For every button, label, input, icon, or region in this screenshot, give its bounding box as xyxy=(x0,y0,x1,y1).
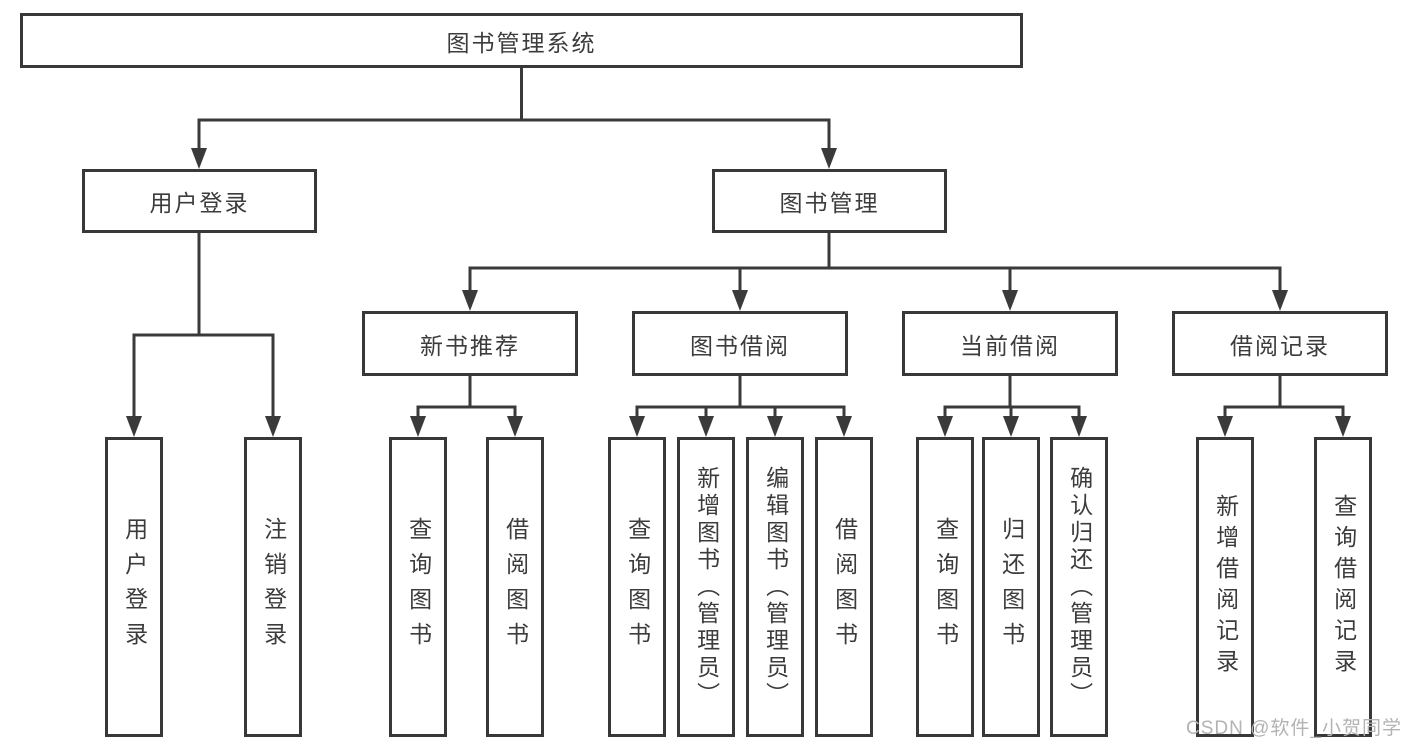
leaf-confirm-return-admin: 确认归还（管理员） xyxy=(1050,437,1108,737)
leaf-label: 借阅图书 xyxy=(831,517,858,657)
node-borrowing-records: 借阅记录 xyxy=(1172,311,1388,376)
leaf-label: 用户登录 xyxy=(121,517,148,657)
node-book-management: 图书管理 xyxy=(712,169,947,233)
leaf-logout: 注销登录 xyxy=(244,437,302,737)
leaf-label: 查询图书 xyxy=(624,517,651,657)
node-label: 新书推荐 xyxy=(420,332,520,359)
leaf-label: 编辑图书（管理员） xyxy=(762,465,789,709)
leaf-query-books-current: 查询图书 xyxy=(916,437,974,737)
leaf-borrow-books-borrowing: 借阅图书 xyxy=(815,437,873,737)
leaf-label: 注销登录 xyxy=(260,517,287,657)
leaf-user-login: 用户登录 xyxy=(105,437,163,737)
leaf-edit-books-admin: 编辑图书（管理员） xyxy=(746,437,804,737)
arrowheads xyxy=(126,148,1351,437)
leaf-label: 确认归还（管理员） xyxy=(1066,465,1093,709)
node-book-borrowing: 图书借阅 xyxy=(632,311,848,376)
leaf-label: 查询图书 xyxy=(932,517,959,657)
leaf-borrow-books-recommend: 借阅图书 xyxy=(486,437,544,737)
leaf-label: 新增图书（管理员） xyxy=(693,465,720,709)
leaf-label: 归还图书 xyxy=(998,517,1025,657)
node-book-management-system: 图书管理系统 xyxy=(20,13,1023,68)
node-label: 图书借阅 xyxy=(690,332,790,359)
leaf-label: 新增借阅记录 xyxy=(1212,494,1239,680)
node-label: 当前借阅 xyxy=(960,332,1060,359)
leaf-query-books-borrowing: 查询图书 xyxy=(608,437,666,737)
leaf-label: 查询借阅记录 xyxy=(1330,494,1357,680)
leaf-label: 借阅图书 xyxy=(502,517,529,657)
leaf-label: 查询图书 xyxy=(405,517,432,657)
node-new-book-recommendation: 新书推荐 xyxy=(362,311,578,376)
node-label: 图书管理 xyxy=(779,190,880,216)
node-label: 借阅记录 xyxy=(1230,332,1330,359)
node-label: 图书管理系统 xyxy=(446,29,597,56)
csdn-watermark: CSDN @软件_小贺同学 xyxy=(1186,718,1402,739)
node-current-borrowing: 当前借阅 xyxy=(902,311,1118,376)
leaf-add-books-admin: 新增图书（管理员） xyxy=(677,437,735,737)
node-user-login: 用户登录 xyxy=(82,169,317,233)
leaf-query-borrow-record: 查询借阅记录 xyxy=(1314,437,1372,737)
leaf-return-books: 归还图书 xyxy=(982,437,1040,737)
leaf-query-books-recommend: 查询图书 xyxy=(389,437,447,737)
leaf-add-borrow-record: 新增借阅记录 xyxy=(1196,437,1254,737)
node-label: 用户登录 xyxy=(149,190,250,216)
